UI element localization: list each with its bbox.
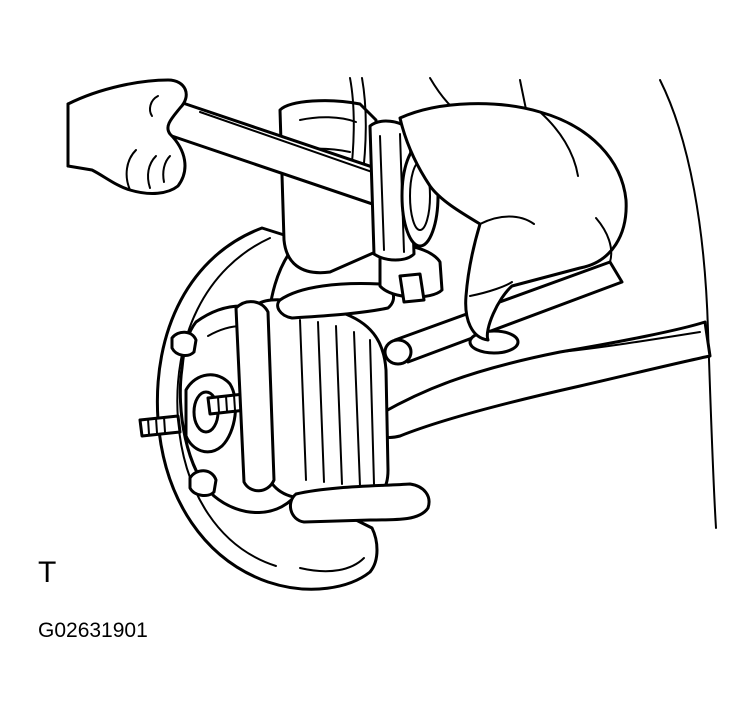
tie-rod [383,260,624,366]
left-hand [66,78,188,195]
lower-suspension-arm [368,320,712,439]
figure-code: G02631901 [38,619,148,642]
figure-mark: T [38,556,57,589]
brake-caliper [234,282,431,524]
right-hand [398,102,628,342]
